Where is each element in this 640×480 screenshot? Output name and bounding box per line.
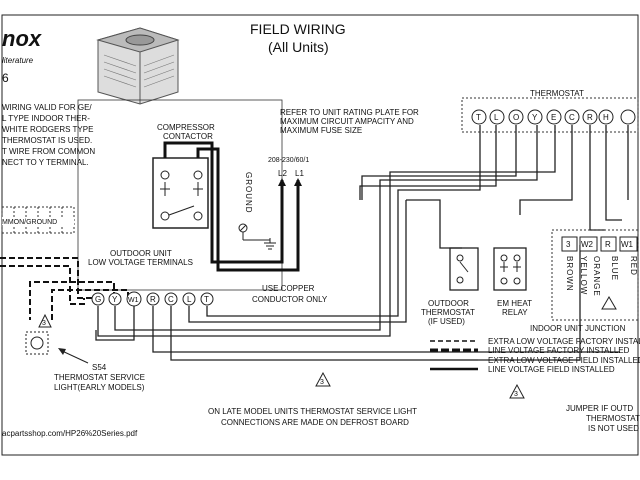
thermostat-terminal-o: O [513, 113, 519, 122]
em-heat-relay [493, 247, 527, 291]
common-ground-strip: MMON/GROUND [1, 206, 75, 234]
line-legend: EXTRA LOW VOLTAGE FACTORY INSTALLED LINE… [430, 337, 640, 374]
outdoor-terminal-r: R [150, 295, 156, 304]
supply-arrows [278, 178, 302, 186]
ground-terminal: GROUND [238, 172, 276, 250]
logo-number: 6 [2, 71, 9, 85]
svg-text:NECT TO Y TERMINAL.: NECT TO Y TERMINAL. [2, 158, 89, 167]
thermostat-terminal-r: R [587, 113, 593, 122]
thermostat-terminal-h: H [603, 113, 609, 122]
em-heat-relay-label: EM HEAT [497, 299, 532, 308]
indoor-terminal-3: 3 [566, 240, 571, 249]
thermostat-terminal-strip: T L O Y E C R H [471, 109, 636, 125]
jumper-note-line2: THERMOSTAT [586, 414, 640, 423]
outdoor-thermostat [449, 247, 479, 291]
svg-text:CONTACTOR: CONTACTOR [163, 132, 213, 141]
svg-text:MAXIMUM FUSE SIZE: MAXIMUM FUSE SIZE [280, 126, 362, 135]
contactor-line-wiring [163, 141, 300, 272]
thermostat-label: THERMOSTAT [530, 89, 584, 98]
s54-label-line2: LIGHT(EARLY MODELS) [54, 383, 145, 392]
field-low-voltage-wiring [95, 125, 620, 361]
service-light-warning-number: 3 [42, 320, 46, 327]
indoor-unit-junction-label: INDOOR UNIT JUNCTION [530, 324, 626, 333]
factory-low-voltage-wiring [0, 257, 129, 320]
indoor-terminal-w2: W2 [581, 240, 594, 249]
bottom-note-line1: ON LATE MODEL UNITS THERMOSTAT SERVICE L… [208, 407, 417, 416]
supply-l2: L2 [278, 169, 287, 178]
outdoor-terminal-y: Y [112, 295, 118, 304]
thermostat-down-wires [519, 125, 629, 231]
svg-text:CONDUCTOR ONLY: CONDUCTOR ONLY [252, 295, 328, 304]
diagram-title: FIELD WIRING [250, 21, 346, 37]
use-copper-label: USE COPPER [262, 284, 315, 293]
svg-text:REFER TO UNIT RATING PLATE: REFER TO UNIT RATING PLATE FOR [280, 108, 419, 117]
svg-text:L TYPE INDOOR THER-: L TYPE INDOOR THER- [2, 114, 90, 123]
jumper-note-line3: IS NOT USED [588, 424, 639, 433]
outdoor-terminal-w1: W1 [128, 297, 139, 304]
outdoor-terminal-c: C [168, 295, 174, 304]
outdoor-terminal-strip: G Y W1 R C L T [91, 291, 214, 307]
heat-pump-unit-image [96, 27, 180, 105]
indoor-terminal-strip: 3 W2 R W1 [561, 236, 638, 252]
indoor-terminal-w1: W1 [621, 240, 634, 249]
s54-code: S54 [92, 363, 107, 372]
thermostat-terminal-y: Y [532, 113, 538, 122]
thermostat-terminal-e: E [551, 113, 556, 122]
thermostat-terminal-c: C [569, 113, 575, 122]
warning-triangle-bottom: 3 [315, 371, 331, 387]
legend-item-1: EXTRA LOW VOLTAGE FACTORY INSTALLED [488, 337, 640, 346]
indoor-terminal-r: R [605, 240, 611, 249]
s54-label-line1: THERMOSTAT SERVICE [54, 373, 145, 382]
common-ground-label: MMON/GROUND [2, 219, 57, 226]
thermostat-terminal-l: L [494, 113, 499, 122]
svg-text:THERMOSTAT: THERMOSTAT [421, 308, 475, 317]
outdoor-terminal-t: T [204, 295, 209, 304]
svg-text:WHITE RODGERS TYPE: WHITE RODGERS TYPE [2, 125, 93, 134]
outdoor-terminal-l: L [187, 295, 192, 304]
outdoor-terminal-g: G [95, 295, 101, 304]
service-light-component: 3 [25, 313, 89, 364]
brand-logo: nox [2, 26, 42, 51]
indoor-wire-colors: BROWN YELLOW ORANGE BLUE RED [565, 256, 638, 297]
legend-item-3: EXTRA LOW VOLTAGE FIELD INSTALLED [488, 356, 640, 365]
bottom-note-line2: CONNECTIONS ARE MADE ON DEFROST BOARD [221, 418, 409, 427]
logo-subtitle: literature [2, 56, 34, 65]
svg-text:T WIRE FROM COMMON: T WIRE FROM COMMON [2, 147, 95, 156]
indoor-warning-symbol [601, 296, 617, 310]
svg-text:THERMOSTAT IS USED.: THERMOSTAT IS USED. [2, 136, 92, 145]
svg-text:YELLOW: YELLOW [579, 256, 588, 295]
outdoor-thermostat-label: OUTDOOR [428, 299, 469, 308]
warning-triangle-legend: 3 [509, 383, 525, 399]
svg-text:LOW VOLTAGE TERMINALS: LOW VOLTAGE TERMINALS [88, 258, 193, 267]
svg-text:BROWN: BROWN [565, 256, 574, 292]
compressor-contactor [152, 157, 209, 229]
outer-frame [1, 14, 639, 456]
legend-item-4: LINE VOLTAGE FIELD INSTALLED [488, 365, 615, 374]
rating-note: REFER TO UNIT RATING PLATE FOR MAXIMUM C… [280, 108, 419, 135]
svg-text:RELAY: RELAY [502, 308, 528, 317]
svg-text:MAXIMUM CIRCUIT AMPACITY: MAXIMUM CIRCUIT AMPACITY AND [280, 117, 414, 126]
source-url: acpartsshop.com/HP26%20Series.pdf [2, 429, 138, 438]
svg-text:3: 3 [514, 391, 518, 398]
diagram-subtitle: (All Units) [268, 39, 329, 55]
supply-voltage: 208-230/60/1 [268, 157, 309, 164]
svg-text:GROUND: GROUND [244, 172, 253, 214]
svg-text:WIRING VALID FOR GE/: WIRING VALID FOR GE/ [2, 103, 92, 112]
svg-text:3: 3 [320, 379, 324, 386]
thermostat-terminal-t: T [476, 113, 481, 122]
svg-text:BLUE: BLUE [610, 256, 619, 281]
left-notes: WIRING VALID FOR GE/ L TYPE INDOOR THER-… [2, 103, 95, 167]
outdoor-unit-label: OUTDOOR UNIT [110, 249, 172, 258]
legend-item-2: LINE VOLTAGE FACTORY INSTALLED [488, 346, 630, 355]
compressor-contactor-label: COMPRESSOR [157, 123, 215, 132]
svg-text:RED: RED [629, 256, 638, 276]
outdoor-thermostat-wire [406, 199, 462, 249]
jumper-note-line1: JUMPER IF OUTD [566, 404, 633, 413]
supply-l1: L1 [295, 169, 304, 178]
svg-text:ORANGE: ORANGE [592, 256, 601, 297]
svg-text:(IF USED): (IF USED) [428, 317, 465, 326]
thermostat-box [461, 97, 639, 133]
